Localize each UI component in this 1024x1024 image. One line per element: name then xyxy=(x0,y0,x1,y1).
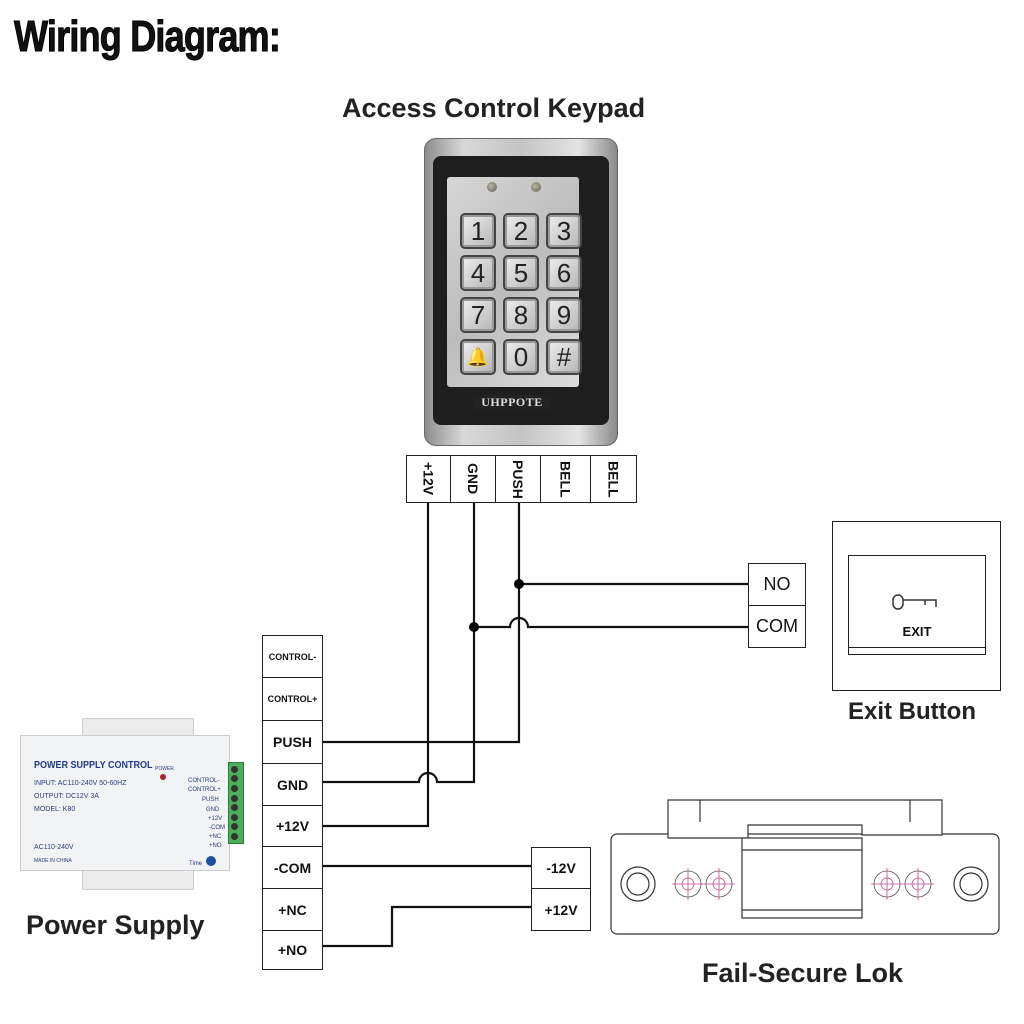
screw-icon xyxy=(231,766,238,773)
lock-terminal-minus-12v: -12V xyxy=(531,847,591,889)
exit-face-label: EXIT xyxy=(902,624,932,639)
psu-power-led-label: POWER xyxy=(155,766,174,772)
key-7: 7 xyxy=(460,297,496,333)
diagram-title: Wiring Diagram: xyxy=(14,12,282,62)
psu-name: POWER SUPPLY CONTROL xyxy=(34,760,153,771)
key-icon xyxy=(892,594,937,610)
keypad-keys: 1 2 3 4 5 6 7 8 9 🔔 0 # xyxy=(460,213,582,375)
bell-key-icon: 🔔 xyxy=(460,339,496,375)
exit-button-face: EXIT xyxy=(848,555,986,655)
wire-no-lock xyxy=(323,905,531,948)
lock-heading: Fail-Secure Lok xyxy=(702,958,904,988)
wire-12v xyxy=(323,503,430,828)
key-2: 2 xyxy=(503,213,539,249)
wire-push xyxy=(323,503,521,744)
key-4: 4 xyxy=(460,255,496,291)
psu-port-label: -COM xyxy=(209,825,225,831)
psu-made-in: MADE IN CHINA xyxy=(34,858,72,864)
psu-terminal-control-minus: CONTROL- xyxy=(262,635,323,678)
psu-terminal-gnd: GND xyxy=(262,763,323,806)
keypad-brand-label: UHPPOTE xyxy=(473,395,551,409)
fail-secure-lock-drawing xyxy=(610,799,1000,935)
screw-icon xyxy=(231,795,238,802)
lock-terminal-plus-12v: +12V xyxy=(531,888,591,931)
psu-terminal-block xyxy=(228,762,244,844)
psu-port-label: +NC xyxy=(209,834,222,840)
key-0: 0 xyxy=(503,339,539,375)
terminal-label: GND xyxy=(465,463,481,495)
screw-icon xyxy=(231,833,238,840)
screw-icon xyxy=(231,814,238,821)
screw-icon xyxy=(231,823,238,830)
access-control-keypad: 1 2 3 4 5 6 7 8 9 🔔 0 # UHPPOTE xyxy=(424,138,618,446)
terminal-label: +12V xyxy=(420,462,437,496)
psu-time-knob-icon xyxy=(206,856,216,866)
keypad-led-right xyxy=(531,182,541,192)
terminal-label: BELL xyxy=(557,460,574,498)
screw-icon xyxy=(231,785,238,792)
wire-gnd xyxy=(323,503,476,784)
psu-port-label: CONTROL+ xyxy=(188,787,221,793)
psu-port-label: +12V xyxy=(208,816,223,822)
psu-model: MODEL: K80 xyxy=(34,806,76,813)
keypad-heading: Access Control Keypad xyxy=(342,93,646,123)
terminal-label: PUSH xyxy=(510,459,526,499)
psu-terminal-no: +NO xyxy=(262,930,323,970)
psu-terminal-nc: +NC xyxy=(262,888,323,931)
keypad-terminal-bell-2: BELL xyxy=(590,455,637,503)
psu-port-label: PUSH xyxy=(202,797,219,803)
keypad-led-left xyxy=(487,182,497,192)
keypad-plate: 1 2 3 4 5 6 7 8 9 🔔 0 # xyxy=(447,177,582,387)
key-hash: # xyxy=(546,339,582,375)
key-1: 1 xyxy=(460,213,496,249)
psu-terminal-control-plus: CONTROL+ xyxy=(262,677,323,721)
psu-power-led xyxy=(160,774,166,780)
psu-terminal-push: PUSH xyxy=(262,720,323,764)
psu-ac-label: AC110-240V xyxy=(34,844,74,851)
exit-terminal-no: NO xyxy=(748,563,806,606)
exit-button-heading: Exit Button xyxy=(848,698,976,725)
psu-port-label: +NO xyxy=(209,843,222,849)
psu-output-spec: OUTPUT: DC12V 3A xyxy=(34,793,99,800)
power-supply-heading: Power Supply xyxy=(26,910,205,940)
key-8: 8 xyxy=(503,297,539,333)
exit-terminal-com: COM xyxy=(748,605,806,648)
psu-input-spec: INPUT: AC110-240V 50-60HZ xyxy=(34,780,127,787)
psu-terminal-12v: +12V xyxy=(262,805,323,847)
power-supply-device: POWER SUPPLY CONTROL INPUT: AC110-240V 5… xyxy=(20,718,244,890)
key-6: 6 xyxy=(546,255,582,291)
screw-icon xyxy=(231,775,238,782)
psu-body: POWER SUPPLY CONTROL INPUT: AC110-240V 5… xyxy=(20,735,230,871)
psu-time-label: Time xyxy=(189,861,203,867)
psu-port-label: CONTROL- xyxy=(188,778,220,784)
junction-push xyxy=(514,579,524,589)
psu-terminal-com: -COM xyxy=(262,846,323,889)
terminal-label: BELL xyxy=(605,460,622,498)
junction-gnd xyxy=(469,622,479,632)
exit-face-strip xyxy=(849,647,985,648)
key-3: 3 xyxy=(546,213,582,249)
wire-gnd-exit-com xyxy=(474,616,748,629)
psu-port-label: GND xyxy=(206,807,220,813)
key-9: 9 xyxy=(546,297,582,333)
screw-icon xyxy=(231,804,238,811)
exit-button-device: EXIT xyxy=(832,521,1001,691)
key-5: 5 xyxy=(503,255,539,291)
